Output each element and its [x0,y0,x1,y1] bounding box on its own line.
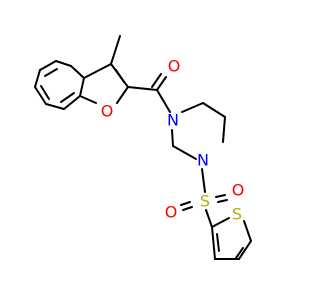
bond [127,86,158,91]
bond [39,60,57,71]
bond [156,89,171,113]
bond [182,206,193,211]
piperazine-ring [171,102,226,160]
carbonyl-oxygen-label: O [168,57,181,76]
bond [180,201,191,206]
canvas-background [0,0,300,300]
benzene-ring [34,60,85,110]
molecule-structure: O O N N S O O S [0,0,300,300]
bond [116,86,129,104]
bond [222,116,226,143]
bond [215,194,226,198]
carbonyl-group [127,73,171,113]
thiophene-ring [211,217,252,260]
bond [45,103,65,110]
bond-double-inner [115,69,125,83]
bond [83,63,112,79]
bond-double-inner [60,92,75,103]
methyl-bond [110,35,121,65]
piperazine-n1-label: N [167,111,179,130]
thiophene-sulfur-label: S [232,205,242,224]
bond-double-inner [235,247,244,259]
bond [156,76,167,91]
bond [55,60,72,67]
bond [34,86,47,105]
bond [171,129,174,147]
sulfonyl-sulfur-label: S [200,192,210,211]
bond-double-inner [216,233,220,252]
bond [34,69,41,88]
sulfonyl-group [180,168,228,228]
bond [243,220,252,242]
bond [238,240,252,260]
bond-double-inner [44,68,58,77]
bond [205,209,213,228]
bond-double [151,73,162,88]
piperazine-n4-label: N [197,151,209,170]
bond-double-inner [40,85,50,100]
sulfonyl-oxygen-right-label: O [232,181,245,200]
bond [211,217,230,228]
sulfonyl-oxygen-left-label: O [165,203,178,222]
bond [79,95,97,104]
furan-ring [79,63,129,104]
bond [172,145,197,160]
bond [201,168,206,193]
bond [217,199,228,203]
bond [70,65,85,79]
bond [202,102,226,118]
bond [63,95,81,110]
bond [79,77,85,97]
furan-oxygen-label: O [101,102,114,121]
bond [181,102,204,113]
bond [211,226,216,260]
